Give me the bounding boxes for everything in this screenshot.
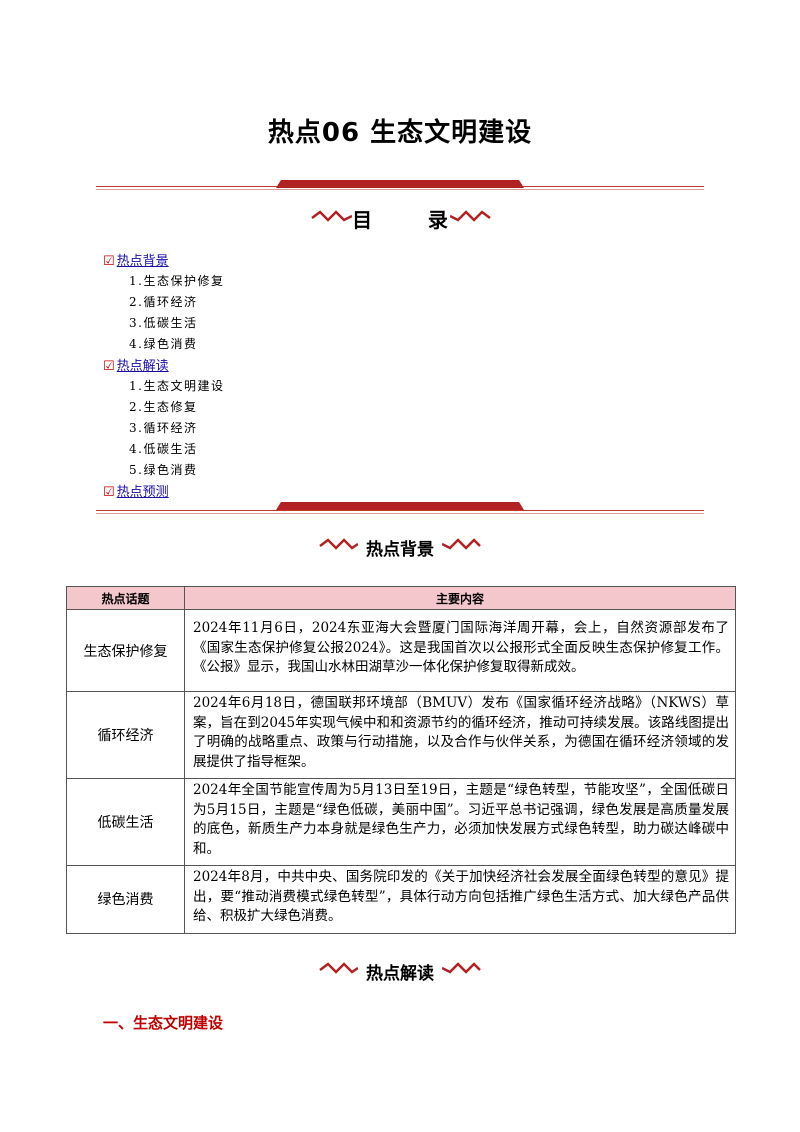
hot-topics-table: 热点话题 主要内容 生态保护修复 2024年11月6日，2024东亚海大会暨厦门… bbox=[66, 586, 736, 934]
checkbox-icon: ☑ bbox=[103, 359, 115, 374]
toc-item[interactable]: 1.生态保护修复 bbox=[129, 274, 225, 288]
table-of-contents: ☑热点背景 1.生态保护修复 2.循环经济 3.低碳生活 4.绿色消费 ☑热点解… bbox=[103, 250, 403, 503]
title-divider bbox=[96, 180, 704, 192]
topic-cell: 生态保护修复 bbox=[66, 609, 185, 692]
topic-cell: 循环经济 bbox=[66, 691, 185, 779]
toc-item[interactable]: 4.绿色消费 bbox=[129, 337, 198, 351]
toc-heading-ornament-left bbox=[212, 208, 353, 228]
toc-item[interactable]: 3.低碳生活 bbox=[129, 316, 198, 330]
toc-heading-ornament-right bbox=[449, 208, 590, 228]
toc-item[interactable]: 1.生态文明建设 bbox=[129, 379, 225, 393]
checkbox-icon: ☑ bbox=[103, 254, 115, 269]
toc-link-interpretation[interactable]: ☑热点解读 bbox=[103, 359, 169, 374]
toc-item[interactable]: 5.绿色消费 bbox=[129, 463, 198, 477]
table-row: 绿色消费 2024年8月，中共中央、国务院印发的《关于加快经济社会发展全面绿色转… bbox=[66, 865, 736, 934]
topic-cell: 低碳生活 bbox=[66, 778, 185, 866]
section-subheading: 一、生态文明建设 bbox=[103, 1014, 224, 1032]
column-header-content: 主要内容 bbox=[184, 586, 736, 610]
toc-heading: 目 录 bbox=[352, 208, 448, 232]
topic-cell: 绿色消费 bbox=[66, 865, 185, 934]
toc-item[interactable]: 2.生态修复 bbox=[129, 400, 198, 414]
content-cell: 2024年6月18日，德国联邦环境部（BMUV）发布《国家循环经济战略》（NKW… bbox=[184, 691, 736, 779]
heading-ornament-right bbox=[441, 536, 572, 556]
toc-link-background[interactable]: ☑热点背景 bbox=[103, 254, 169, 269]
table-header-row: 热点话题 主要内容 bbox=[66, 586, 736, 610]
heading-ornament-left bbox=[228, 536, 359, 556]
toc-item[interactable]: 2.循环经济 bbox=[129, 295, 198, 309]
background-heading: 热点背景 bbox=[366, 540, 434, 560]
table-row: 循环经济 2024年6月18日，德国联邦环境部（BMUV）发布《国家循环经济战略… bbox=[66, 691, 736, 779]
content-cell: 2024年8月，中共中央、国务院印发的《关于加快经济社会发展全面绿色转型的意见》… bbox=[184, 865, 736, 934]
document-title: 热点06 生态文明建设 bbox=[267, 118, 533, 148]
checkbox-icon: ☑ bbox=[103, 485, 115, 500]
column-header-topic: 热点话题 bbox=[66, 586, 185, 610]
interpretation-heading: 热点解读 bbox=[366, 964, 434, 984]
heading-ornament-left bbox=[228, 960, 359, 980]
heading-ornament-right bbox=[441, 960, 572, 980]
content-cell: 2024年11月6日，2024东亚海大会暨厦门国际海洋周开幕，会上，自然资源部发… bbox=[184, 609, 736, 692]
table-row: 低碳生活 2024年全国节能宣传周为5月13日至19日，主题是“绿色转型，节能攻… bbox=[66, 778, 736, 866]
toc-item[interactable]: 4.低碳生活 bbox=[129, 442, 198, 456]
toc-divider bbox=[96, 502, 704, 514]
table-row: 生态保护修复 2024年11月6日，2024东亚海大会暨厦门国际海洋周开幕，会上… bbox=[66, 609, 736, 692]
toc-link-forecast[interactable]: ☑热点预测 bbox=[103, 485, 169, 500]
toc-item[interactable]: 3.循环经济 bbox=[129, 421, 198, 435]
content-cell: 2024年全国节能宣传周为5月13日至19日，主题是“绿色转型，节能攻坚”，全国… bbox=[184, 778, 736, 866]
